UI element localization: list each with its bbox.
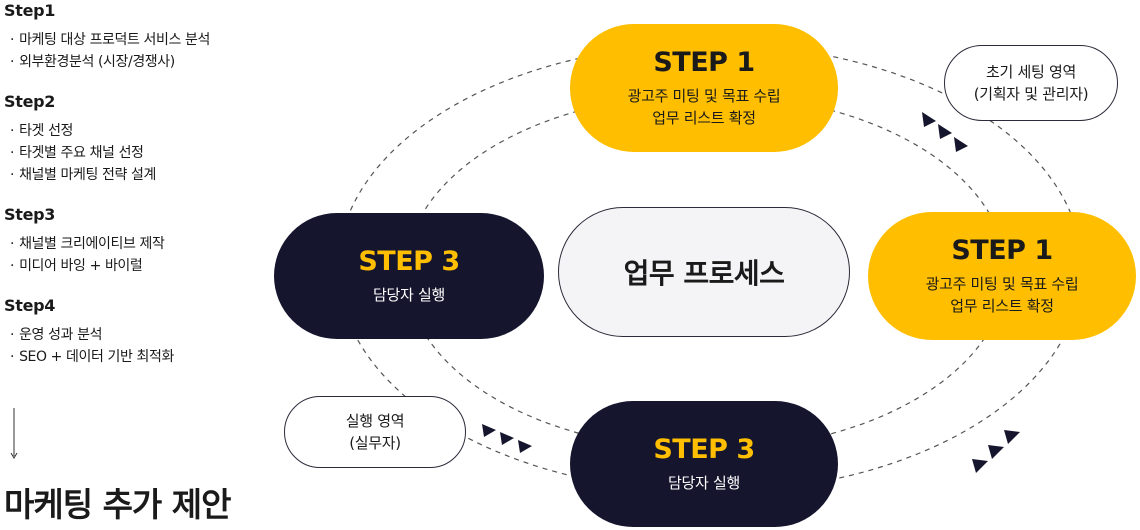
step-item: 타겟별 주요 채널 선정: [4, 142, 264, 164]
step-desc-line: 광고주 미팅 및 목표 수립: [627, 87, 781, 105]
arrows-top-right: [922, 112, 968, 152]
step-desc-line: 업무 리스트 확정: [950, 297, 1054, 315]
step-block-1: Step1 마케팅 대상 프로덕트 서비스 분석 외부환경분석 (시장/경쟁사): [4, 2, 264, 73]
proposal-title: 마케팅 추가 제안: [4, 485, 231, 524]
step-pill-bottom: STEP 3 담당자 실행: [570, 401, 838, 527]
step-desc: 담당자 실행: [668, 474, 740, 492]
step-label: STEP 3: [358, 246, 460, 277]
step-item: 타겟 선정: [4, 120, 264, 142]
note-line: (실무자): [349, 434, 401, 452]
exec-area-note: 실행 영역 (실무자): [284, 396, 466, 468]
arrows-bottom-right: [972, 430, 1020, 473]
step-pill-left: STEP 3 담당자 실행: [274, 213, 544, 339]
step-label: STEP 1: [653, 47, 755, 78]
step-desc-line: 광고주 미팅 및 목표 수립: [925, 275, 1079, 293]
step-desc: 광고주 미팅 및 목표 수립 업무 리스트 확정: [926, 273, 1079, 317]
step-item: 채널별 크리에이티브 제작: [4, 233, 264, 255]
arrows-bottom-left: [482, 424, 532, 453]
step-desc: 광고주 미팅 및 목표 수립 업무 리스트 확정: [628, 85, 781, 129]
step-title: Step4: [4, 296, 56, 315]
step-item: SEO + 데이터 기반 최적화: [4, 346, 264, 368]
setup-area-note: 초기 세팅 영역 (기획자 및 관리자): [944, 45, 1118, 121]
down-arrow-icon: [10, 408, 18, 459]
step-item: 운영 성과 분석: [4, 324, 264, 346]
note-line: 실행 영역: [345, 412, 405, 430]
note-line: (기획자 및 관리자): [973, 85, 1089, 103]
step-pill-top: STEP 1 광고주 미팅 및 목표 수립 업무 리스트 확정: [570, 24, 838, 152]
step-item: 채널별 마케팅 전략 설계: [4, 164, 264, 186]
step-title: Step1: [4, 1, 56, 20]
step-block-2: Step2 타겟 선정 타겟별 주요 채널 선정 채널별 마케팅 전략 설계: [4, 93, 264, 186]
step-item: 외부환경분석 (시장/경쟁사): [4, 51, 264, 73]
step-item: 미디어 바잉 + 바이럴: [4, 255, 264, 277]
center-process-title: 업무 프로세스: [558, 207, 850, 337]
step-label: STEP 1: [951, 235, 1053, 266]
step-block-4: Step4 운영 성과 분석 SEO + 데이터 기반 최적화: [4, 297, 264, 368]
step-desc: 담당자 실행: [373, 286, 445, 304]
note-line: 초기 세팅 영역: [986, 63, 1076, 81]
step-desc-line: 업무 리스트 확정: [652, 109, 756, 127]
step-block-3: Step3 채널별 크리에이티브 제작 미디어 바잉 + 바이럴: [4, 206, 264, 277]
step-list: Step1 마케팅 대상 프로덕트 서비스 분석 외부환경분석 (시장/경쟁사)…: [4, 2, 264, 388]
step-pill-right: STEP 1 광고주 미팅 및 목표 수립 업무 리스트 확정: [868, 212, 1136, 340]
step-label: STEP 3: [653, 434, 755, 465]
step-item: 마케팅 대상 프로덕트 서비스 분석: [4, 29, 264, 51]
step-title: Step2: [4, 92, 56, 111]
step-title: Step3: [4, 205, 56, 224]
